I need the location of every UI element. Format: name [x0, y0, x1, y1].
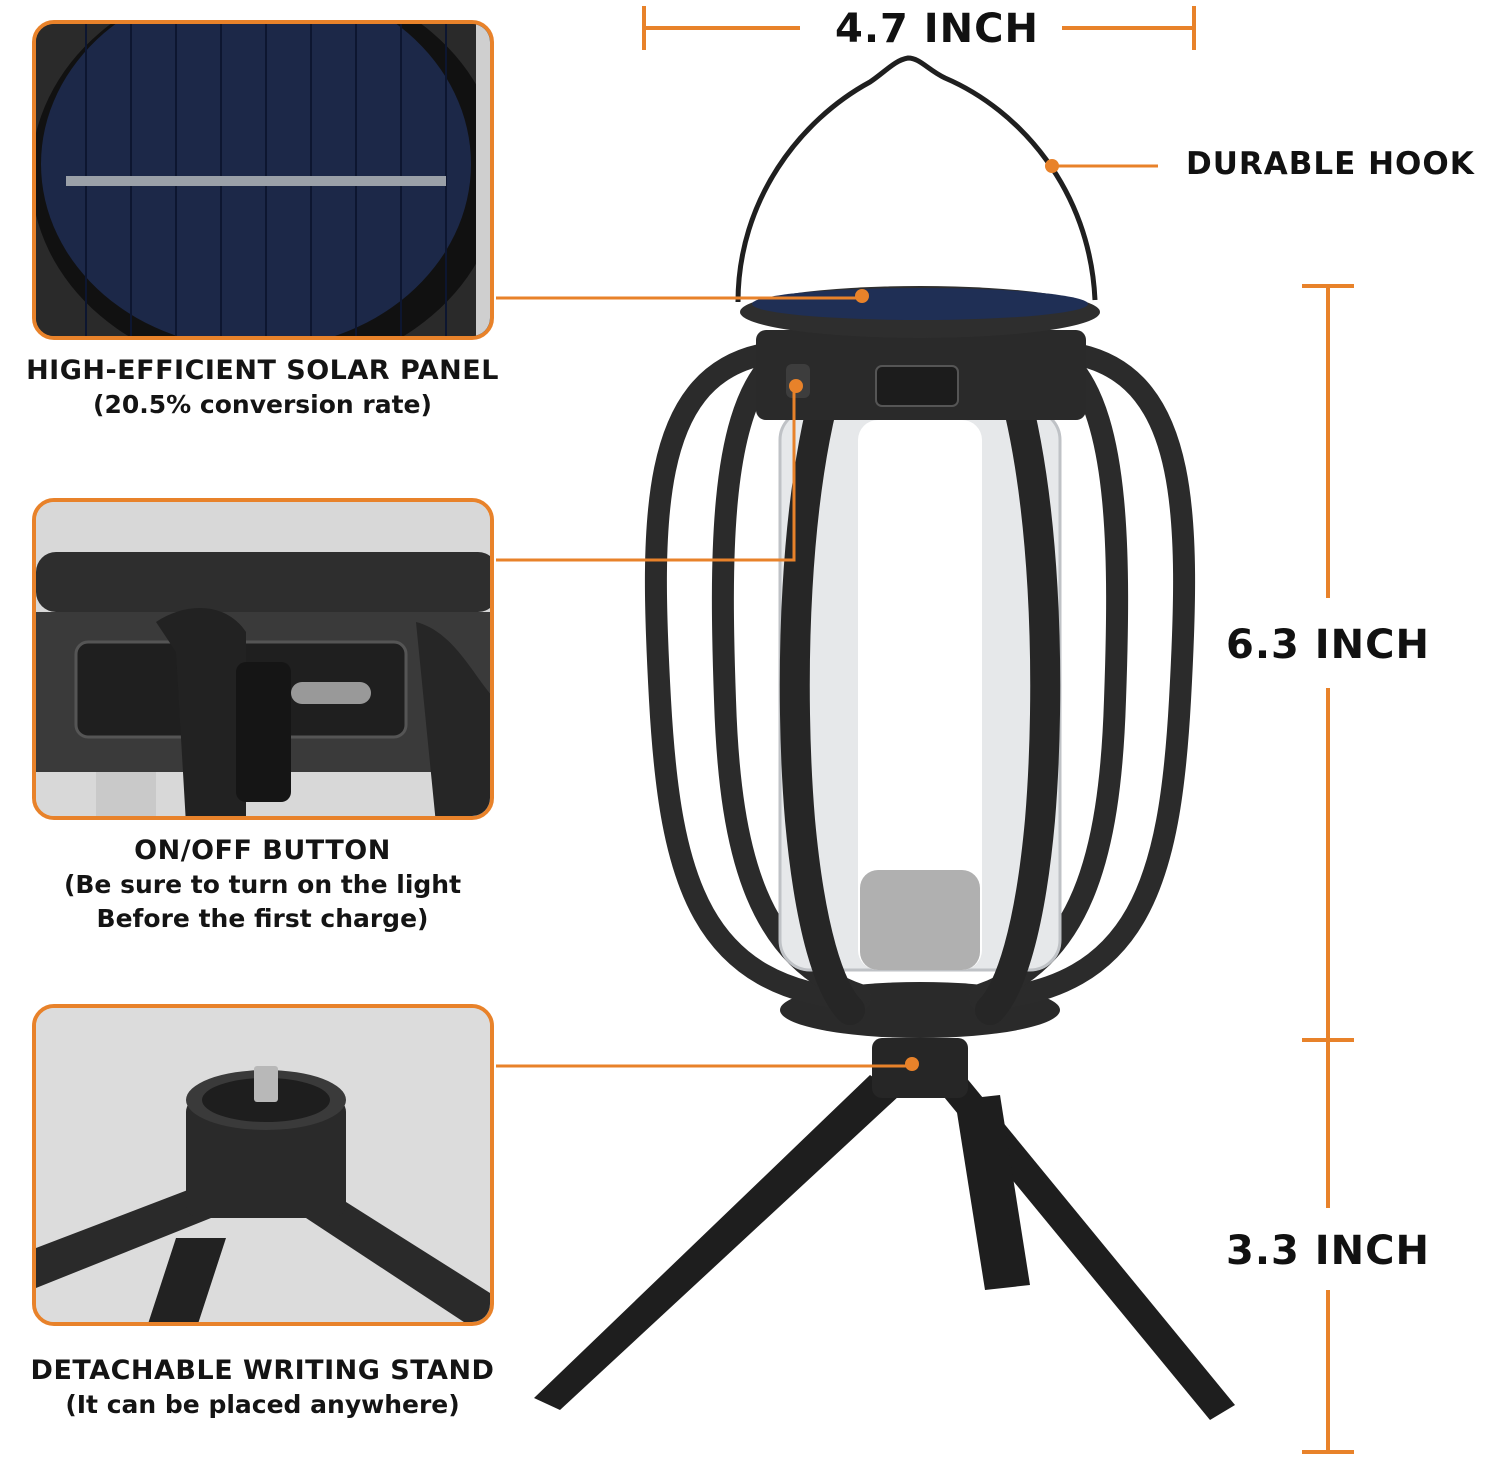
hook — [735, 55, 1098, 303]
solar-title: HIGH-EFFICIENT SOLAR PANEL — [26, 355, 499, 386]
solar-caption: HIGH-EFFICIENT SOLAR PANEL (20.5% conver… — [0, 354, 525, 422]
stand-height-label: 3.3 INCH — [1208, 1226, 1448, 1276]
hook-label: DURABLE HOOK — [1186, 146, 1475, 182]
light-core — [858, 420, 982, 970]
leader-lines — [496, 164, 1158, 1068]
leader-dots — [789, 159, 1059, 1071]
width-label: 4.7 INCH — [812, 6, 1062, 52]
charging-port-illustration — [36, 502, 490, 816]
solar-panel-illustration — [36, 24, 490, 336]
charge-port — [875, 365, 959, 407]
solar-top — [752, 288, 1088, 320]
stand-subtitle: (It can be placed anywhere) — [65, 1390, 460, 1419]
lantern-height-label: 6.3 INCH — [1208, 620, 1448, 670]
stand-caption: DETACHABLE WRITING STAND (It can be plac… — [0, 1354, 525, 1422]
light-base — [860, 870, 980, 970]
height-dimension-line — [1302, 284, 1354, 1454]
button-caption: ON/OFF BUTTON (Be sure to turn on the li… — [0, 834, 525, 936]
button-line2: (Be sure to turn on the light — [63, 870, 462, 899]
solar-panel-closeup — [32, 20, 494, 340]
tripod-stand-illustration — [36, 1008, 490, 1322]
width-dimension-line — [642, 6, 1196, 50]
front-cage-bars — [779, 330, 1061, 1025]
charging-port-closeup — [32, 498, 494, 820]
button-title: ON/OFF BUTTON — [134, 835, 391, 866]
stand-title: DETACHABLE WRITING STAND — [30, 1355, 495, 1386]
tripod-legs — [534, 1070, 1235, 1420]
button-line3: Before the first charge) — [96, 904, 429, 933]
stand-hub — [872, 1038, 968, 1098]
tripod-stand-closeup — [32, 1004, 494, 1326]
solar-subtitle: (20.5% conversion rate) — [93, 390, 432, 419]
